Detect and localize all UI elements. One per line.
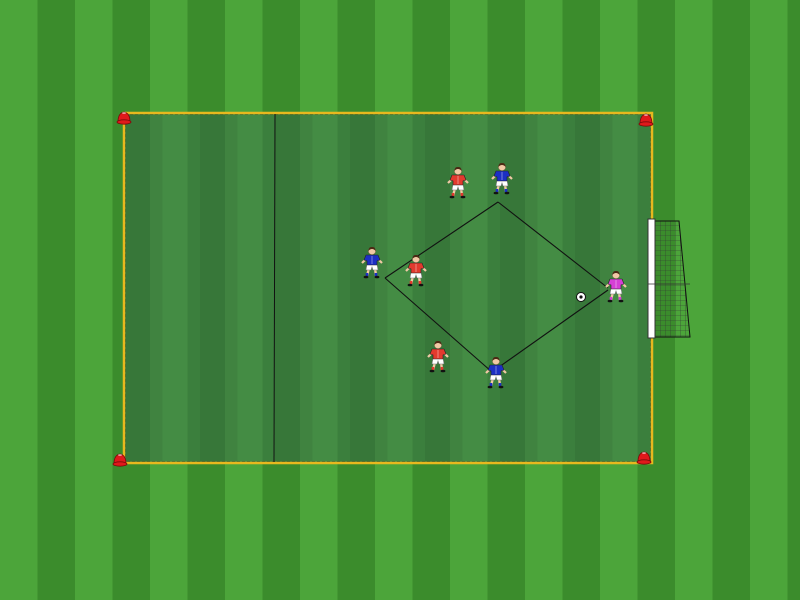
cone-bottom-right bbox=[636, 451, 652, 465]
grass-stripe bbox=[450, 0, 488, 600]
grass-stripe bbox=[787, 0, 800, 600]
goalkeeper bbox=[605, 270, 627, 303]
area-stripe bbox=[200, 114, 238, 462]
grass-stripe bbox=[712, 0, 751, 600]
goal-frame bbox=[647, 218, 656, 339]
grass-stripe bbox=[187, 0, 226, 600]
passing-line-top-left bbox=[384, 201, 499, 279]
grass-stripe bbox=[750, 0, 788, 600]
grass-stripe bbox=[225, 0, 263, 600]
players bbox=[361, 162, 627, 389]
cones bbox=[112, 111, 654, 467]
player-red-left bbox=[405, 254, 427, 287]
grass-stripe bbox=[300, 0, 338, 600]
grass-stripe bbox=[37, 0, 76, 600]
player-blue-left bbox=[361, 246, 383, 279]
grass-stripe bbox=[412, 0, 451, 600]
grass-stripe bbox=[112, 0, 151, 600]
cone-top-left bbox=[116, 111, 132, 125]
player-red-bottom bbox=[427, 340, 449, 373]
grass-stripe bbox=[150, 0, 188, 600]
grass-stripe bbox=[525, 0, 563, 600]
passing-lines bbox=[384, 201, 609, 373]
player-blue-bottom bbox=[485, 356, 507, 389]
grass-stripe bbox=[0, 0, 38, 600]
goal bbox=[647, 218, 691, 339]
passing-line-bottom-left bbox=[384, 277, 493, 373]
player-blue-top bbox=[491, 162, 513, 195]
training-area bbox=[122, 111, 654, 465]
cone-top-right bbox=[638, 113, 654, 127]
grass-stripe bbox=[375, 0, 413, 600]
grass-stripe bbox=[262, 0, 301, 600]
grass-stripe bbox=[75, 0, 113, 600]
area-stripe bbox=[275, 114, 313, 462]
training-area-stripes bbox=[125, 114, 651, 462]
grass-stripe bbox=[337, 0, 376, 600]
passing-line-top-right bbox=[497, 201, 609, 289]
player-red-top bbox=[447, 166, 469, 199]
grass-stripe bbox=[487, 0, 526, 600]
zone-divider-line bbox=[273, 113, 276, 463]
area-stripe bbox=[425, 114, 463, 462]
cone-bottom-left bbox=[112, 453, 128, 467]
ball bbox=[576, 292, 586, 302]
area-stripe bbox=[575, 114, 613, 462]
area-stripe bbox=[350, 114, 388, 462]
training-area-fill bbox=[125, 114, 651, 462]
area-stripe bbox=[125, 114, 163, 462]
passing-line-bottom-right bbox=[491, 289, 609, 373]
